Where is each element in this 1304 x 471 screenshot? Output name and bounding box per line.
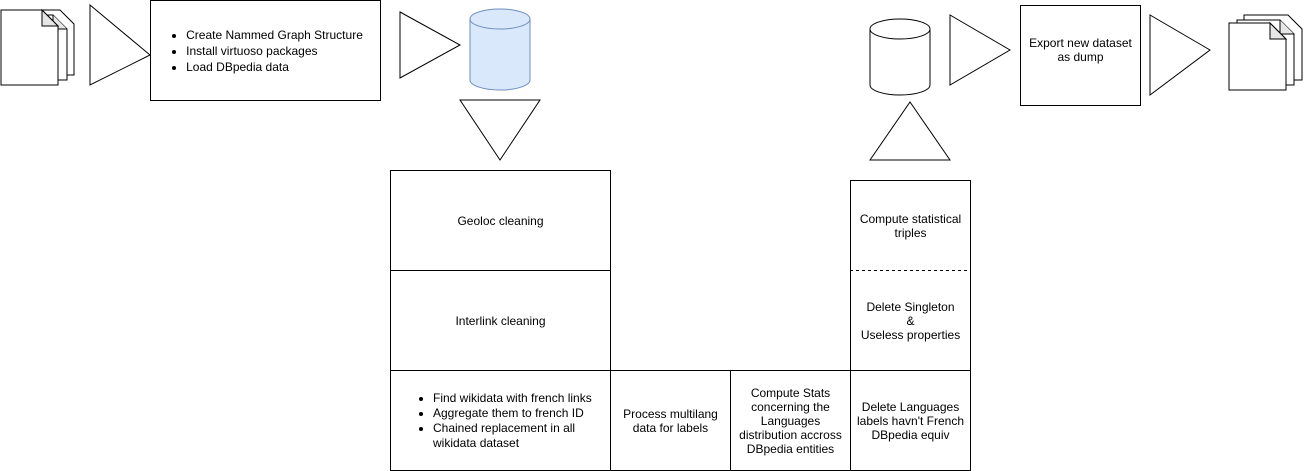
statistical-triples-cell: Compute statistical triples [852,182,969,269]
wikidata-steps-list: Find wikidata with french links Aggregat… [403,391,598,451]
output-document-stack-icon [1228,14,1303,91]
arrow-right-icon [1149,14,1211,96]
setup-step: Install virtuoso packages [186,43,363,59]
source-database-icon [469,8,531,91]
delete-singleton-label: Delete Singleton & Useless properties [860,299,961,342]
delete-languages-cell: Delete Languages labels havn't French DB… [852,372,969,469]
arrow-right-icon [949,14,1011,86]
delete-languages-label: Delete Languages labels havn't French DB… [856,399,964,442]
wikidata-step: Find wikidata with french links [433,391,598,406]
output-database-icon [869,18,931,96]
statistical-triples-label: Compute statistical triples [859,211,962,240]
interlink-cleaning-cell: Interlink cleaning [392,272,609,369]
language-stats-cell: Compute Stats concerning the Languages d… [732,372,849,469]
geoloc-cleaning-cell: Geoloc cleaning [392,172,609,269]
multilang-label: Process multilang data for labels [623,406,718,435]
interlink-cleaning-label: Interlink cleaning [455,313,546,328]
wikidata-step: Aggregate them to french ID [433,406,598,421]
arrow-right-icon [399,11,462,79]
input-document-stack-icon [0,8,75,86]
export-label: Export new dataset as dump [1029,36,1132,64]
arrow-up-icon [869,101,951,161]
wikidata-step: Chained replacement in all wikidata data… [433,421,598,451]
multilang-cell: Process multilang data for labels [612,372,729,469]
setup-step: Load DBpedia data [186,59,363,75]
setup-steps-list: Create Nammed Graph Structure Install vi… [168,27,363,75]
setup-steps-box: Create Nammed Graph Structure Install vi… [150,0,381,101]
geoloc-cleaning-label: Geoloc cleaning [457,213,544,228]
wikidata-steps-cell: Find wikidata with french links Aggregat… [392,372,609,469]
delete-singleton-cell: Delete Singleton & Useless properties [852,272,969,369]
arrow-down-icon [459,99,541,161]
setup-step: Create Nammed Graph Structure [186,27,363,43]
export-dataset-box: Export new dataset as dump [1020,5,1141,106]
language-stats-label: Compute Stats concerning the Languages d… [739,385,842,456]
arrow-right-icon [89,3,151,86]
